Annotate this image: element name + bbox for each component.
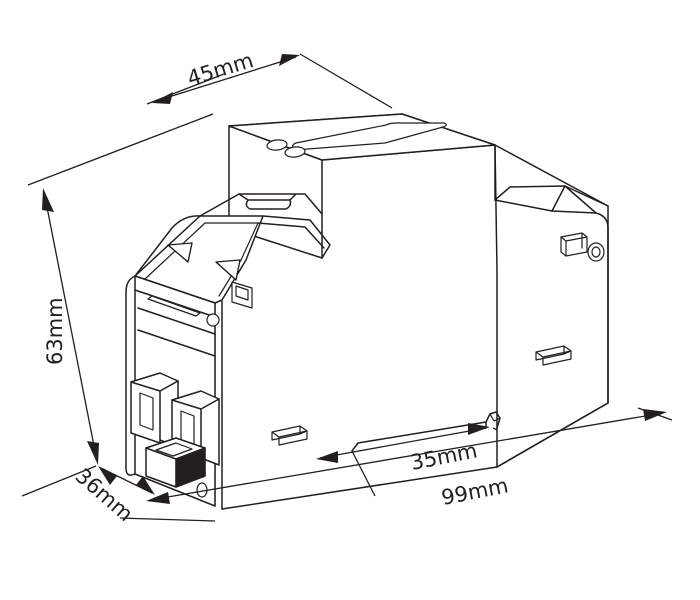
- terminal-housing-1-inner-edges: [130, 380, 179, 441]
- triangular-indent-mark-1-edges: [167, 242, 193, 263]
- arrow-head-35mm-left: [316, 451, 338, 463]
- arrow-head-99mm-left: [146, 492, 170, 504]
- rear-shoulder-edge: [551, 210, 597, 214]
- right-side-panel: [494, 144, 609, 468]
- triangular-indent-mark-2-edges: [215, 259, 241, 281]
- shelf-notch: [238, 193, 297, 201]
- side-vent-front-top: [271, 425, 308, 438]
- mounting-hole-upper: [206, 313, 220, 327]
- sealing-block-shadow-face: [175, 447, 206, 488]
- ext-line-depth-left: [21, 465, 97, 497]
- ext-line-clip-left: [351, 450, 376, 497]
- dimension-63mm: 63mm: [42, 188, 99, 465]
- front-module-left-outline: [125, 275, 136, 476]
- rear-shoulder-fold: [564, 185, 597, 214]
- rear-slope-link-inner: [257, 222, 325, 249]
- dim-label-99mm: 99mm: [439, 473, 510, 509]
- din-rail-clip-detail: [489, 413, 501, 422]
- dim-label-45mm: 45mm: [184, 48, 256, 91]
- din-rail-channel: [351, 421, 487, 452]
- body-bottom-front-edge: [221, 466, 498, 510]
- dim-line-35mm: [319, 427, 487, 459]
- rear-shoulder-step: [494, 144, 609, 207]
- arrow-head-45mm-right: [279, 54, 300, 66]
- front-module-slope-left-curve: [134, 215, 201, 277]
- ext-line-height-top: [27, 113, 214, 186]
- led-indicator-hole-1: [266, 139, 288, 151]
- display-window: [292, 122, 447, 151]
- rear-right-rounded-corner: [595, 212, 609, 404]
- arrow-head-36mm-right: [136, 476, 155, 495]
- arrow-head-35mm-right: [468, 423, 490, 435]
- meter-body: [125, 113, 609, 510]
- dim-line-45mm: [155, 56, 297, 102]
- dimension-45mm: 45mm: [152, 48, 300, 104]
- shelf-slot: [245, 199, 292, 210]
- front-side-vent-tab: [231, 281, 253, 309]
- arrow-head-63mm-bottom: [87, 441, 99, 465]
- front-recess-band-bottom: [137, 329, 216, 357]
- side-vent-front-edges: [271, 425, 308, 446]
- front-recess-band-top: [134, 289, 216, 318]
- front-recess-band-mid: [137, 307, 216, 335]
- led-indicator-hole-2: [284, 146, 306, 158]
- front-side-vent-tab-inner: [235, 285, 249, 301]
- arrow-head-36mm-left: [98, 466, 117, 485]
- ext-line-width-right: [299, 53, 393, 109]
- rear-slope-link: [262, 215, 331, 259]
- terminal-housing-1-bore: [139, 392, 154, 431]
- arrow-head-63mm-top: [42, 188, 54, 212]
- front-label-slot: [147, 295, 201, 317]
- body-bottom-rear-edge: [496, 402, 609, 468]
- arrow-head-99mm-right: [643, 409, 667, 421]
- mounting-hole-rear-top-inner: [591, 246, 601, 258]
- dim-label-63mm: 63mm: [43, 297, 67, 365]
- ext-line-depth-right: [119, 517, 216, 522]
- side-vent-rear-edges: [535, 345, 572, 366]
- sealing-block-recess: [155, 442, 193, 457]
- dim-line-63mm: [43, 191, 98, 462]
- dimension-99mm: 99mm: [146, 409, 667, 510]
- side-vent-top-right-edges: [560, 232, 588, 257]
- arrow-head-45mm-left: [152, 92, 173, 104]
- dim-line-99mm: [149, 412, 664, 501]
- front-module-upper-shelf: [199, 193, 323, 217]
- dim-label-35mm: 35mm: [408, 438, 479, 474]
- din-rail-release-clip: [485, 411, 501, 429]
